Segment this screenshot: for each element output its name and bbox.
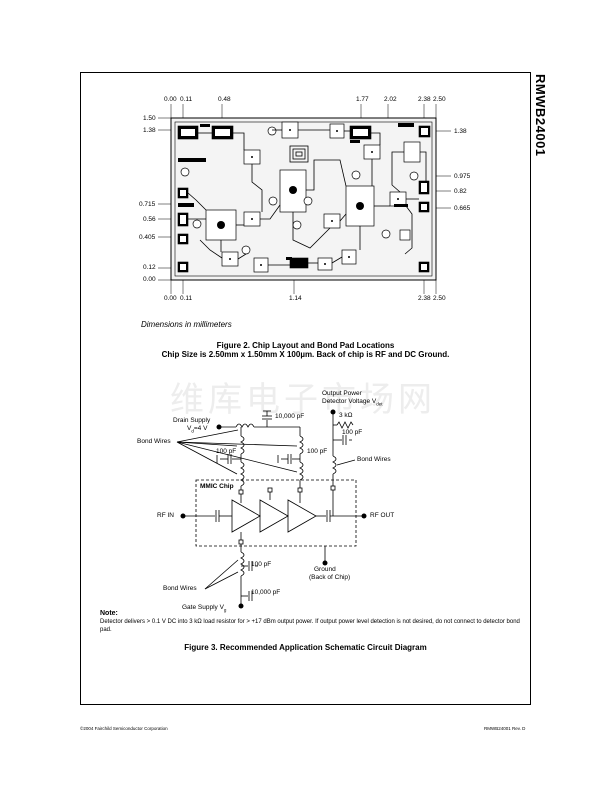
dim-right-0-665: 0.665: [454, 205, 471, 212]
cap-10000-top-label: 10,000 pF: [275, 413, 305, 420]
figure3-caption: Figure 3. Recommended Application Schema…: [184, 643, 427, 652]
dim-top-0-11: 0.11: [180, 96, 193, 103]
mmic-chip-label: MMIC Chip: [200, 483, 234, 490]
drain-voltage-label: Vd=4 V: [187, 425, 207, 435]
gate-supply-text: Gate Supply V: [182, 604, 224, 611]
rf-out-label: RF OUT: [370, 512, 395, 519]
detector-voltage-text: Detector Voltage V: [322, 398, 377, 405]
dim-left-1-50: 1.50: [143, 115, 156, 122]
dim-top-0-00: 0.00: [164, 96, 177, 103]
dim-left-0-715: 0.715: [139, 201, 156, 208]
cap-100-left-label: 100 pF: [216, 448, 237, 455]
rf-in-label: RF IN: [157, 512, 174, 519]
footer-copyright: ©2004 Fairchild Semiconductor Corporatio…: [80, 726, 168, 731]
cap-100-det-label: 100 pF: [342, 429, 363, 436]
dim-bottom-0-11: 0.11: [180, 295, 193, 302]
dim-top-2-02: 2.02: [384, 96, 397, 103]
footer-revision: RMWB24001 Rev. D: [484, 726, 526, 731]
watermark: 维库电子市场网: [170, 380, 436, 420]
dim-top-0-48: 0.48: [218, 96, 231, 103]
vd-subscript: d: [191, 428, 194, 434]
bond-wires-top-label: Bond Wires: [137, 438, 171, 445]
cap-100-gate-label: 100 pF: [251, 561, 272, 568]
cap-100-mid-label: 100 pF: [307, 448, 328, 455]
dim-bottom-2-38: 2.38: [418, 295, 431, 302]
figure2-caption-line2: Chip Size is 2.50mm x 1.50mm X 100µm. Ba…: [161, 350, 450, 359]
resistor-label: 3 kΩ: [339, 412, 353, 419]
bond-wires-right-label: Bond Wires: [357, 456, 391, 463]
dim-right-1-38: 1.38: [454, 128, 467, 135]
dimensions-note: Dimensions in millimeters: [141, 320, 232, 329]
cap-10000-gate-label: 10,000 pF: [251, 589, 281, 596]
gate-subscript: g: [223, 607, 227, 613]
dim-bottom-0-00: 0.00: [164, 295, 177, 302]
vd-symbol: V: [187, 425, 192, 432]
note-heading: Note:: [100, 610, 118, 617]
det-subscript: det: [376, 401, 383, 407]
figure2-caption-line1: Figure 2. Chip Layout and Bond Pad Locat…: [216, 341, 395, 350]
dim-left-0-56: 0.56: [143, 216, 156, 223]
dim-top-2-38: 2.38: [418, 96, 431, 103]
page-frame: [80, 72, 531, 705]
dim-top-1-77: 1.77: [356, 96, 369, 103]
output-power-label: Output Power: [322, 390, 362, 397]
dim-left-1-38: 1.38: [143, 127, 156, 134]
detector-voltage-label: Detector Voltage Vdet: [322, 398, 382, 408]
dim-left-0-00: 0.00: [143, 276, 156, 283]
dim-right-0-82: 0.82: [454, 188, 467, 195]
bond-wires-bottom-label: Bond Wires: [163, 585, 197, 592]
drain-supply-label: Drain Supply: [173, 417, 211, 424]
note-text: Detector delivers > 0.1 V DC into 3 kΩ l…: [100, 619, 520, 633]
vd-value: =4 V: [193, 425, 208, 432]
ground-label: Ground: [314, 566, 336, 573]
gate-supply-label: Gate Supply Vg: [182, 604, 226, 614]
dim-left-0-405: 0.405: [139, 234, 156, 241]
dim-right-0-975: 0.975: [454, 173, 471, 180]
back-of-chip-label: (Back of Chip): [309, 574, 351, 581]
dim-left-0-12: 0.12: [143, 264, 156, 271]
dim-top-2-50: 2.50: [433, 96, 446, 103]
dim-bottom-1-14: 1.14: [289, 295, 302, 302]
dim-bottom-2-50: 2.50: [433, 295, 446, 302]
